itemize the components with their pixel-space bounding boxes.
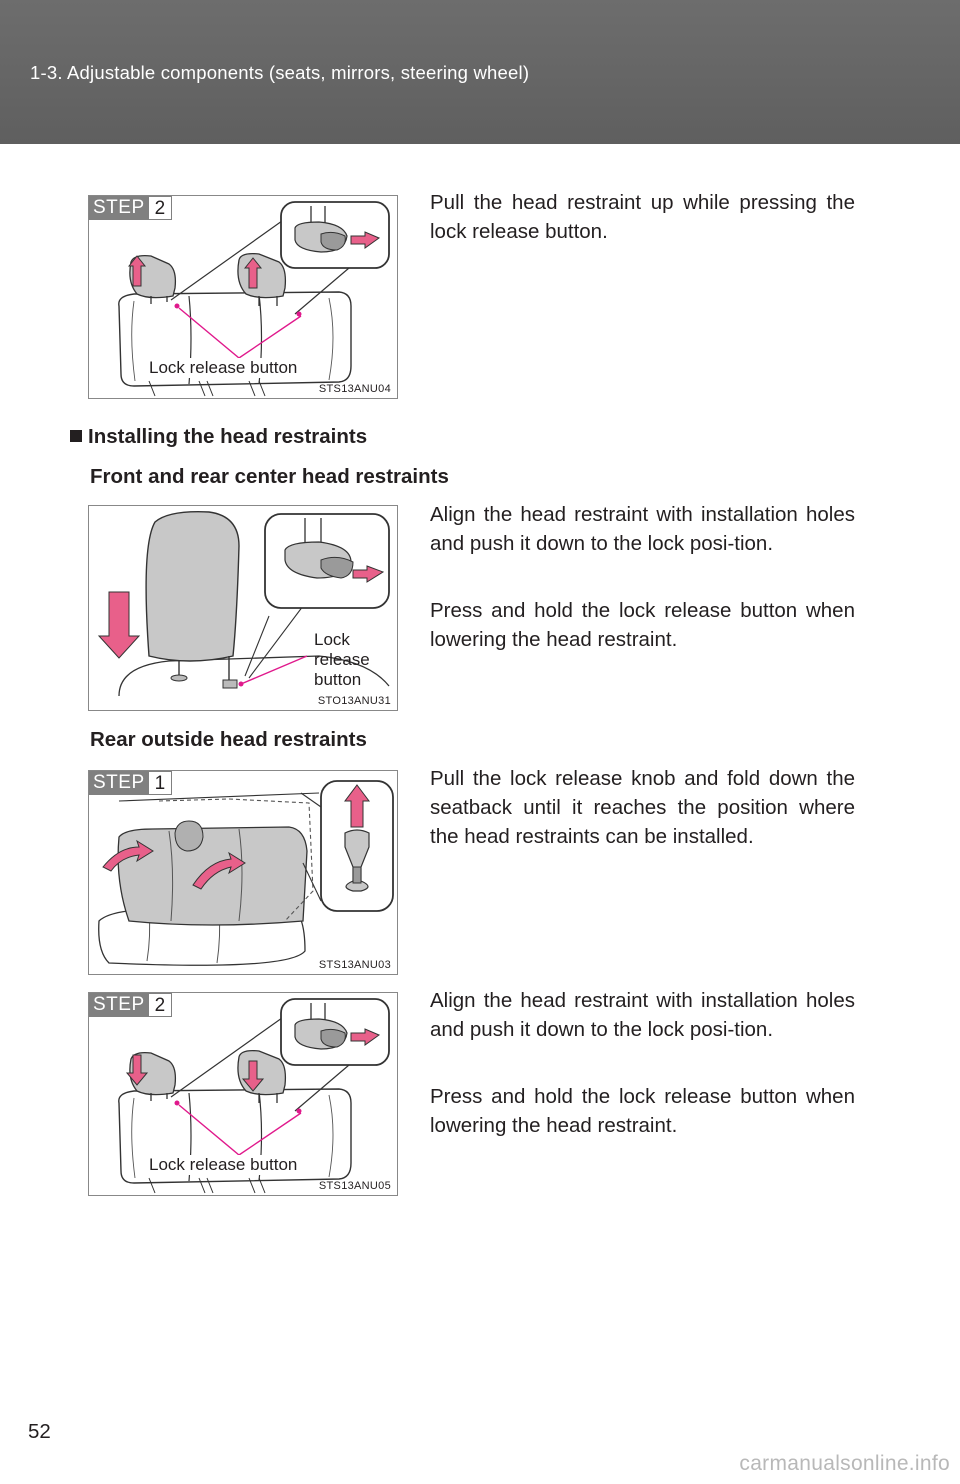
front-heading: Front and rear center head restraints (90, 465, 449, 488)
page-number: 52 (28, 1420, 51, 1443)
figure-front-install: Lock release button STO13ANU31 (88, 505, 398, 711)
figure-code: STO13ANU31 (317, 695, 391, 707)
seat-illustration (118, 201, 390, 397)
bullet-square-icon (70, 430, 82, 442)
watermark: carmanualsonline.info (739, 1452, 950, 1475)
figure-code: STS13ANU03 (318, 959, 391, 971)
lock-release-button-label: Lock release button (149, 358, 298, 378)
front-install-text-2: Press and hold the lock release button w… (430, 599, 855, 651)
step2-remove-text: Pull the head restraint up while pressin… (430, 191, 855, 243)
figure-code: STS13ANU05 (318, 1180, 391, 1192)
lock-release-button-label: Lock release button (314, 630, 370, 689)
headrest-illustration (97, 511, 390, 697)
lock-release-button-label: Lock release button (149, 1155, 298, 1175)
seat-illustration (118, 998, 390, 1194)
rear-heading: Rear outside head restraints (90, 728, 367, 751)
chapter-title: 1-3. Adjustable components (seats, mirro… (30, 62, 530, 83)
seat-fold-illustration (98, 780, 394, 966)
section-heading: Installing the head restraints (70, 425, 367, 449)
front-install-text-1: Align the head restraint with installati… (430, 503, 855, 555)
step1-fold-text: Pull the lock release knob and fold down… (430, 767, 855, 848)
page-header: 1-3. Adjustable components (seats, mirro… (0, 0, 960, 144)
figure-code: STS13ANU04 (318, 383, 391, 395)
rear-install-text-2: Press and hold the lock release button w… (430, 1085, 855, 1137)
rear-install-text-1: Align the head restraint with installati… (430, 989, 855, 1041)
